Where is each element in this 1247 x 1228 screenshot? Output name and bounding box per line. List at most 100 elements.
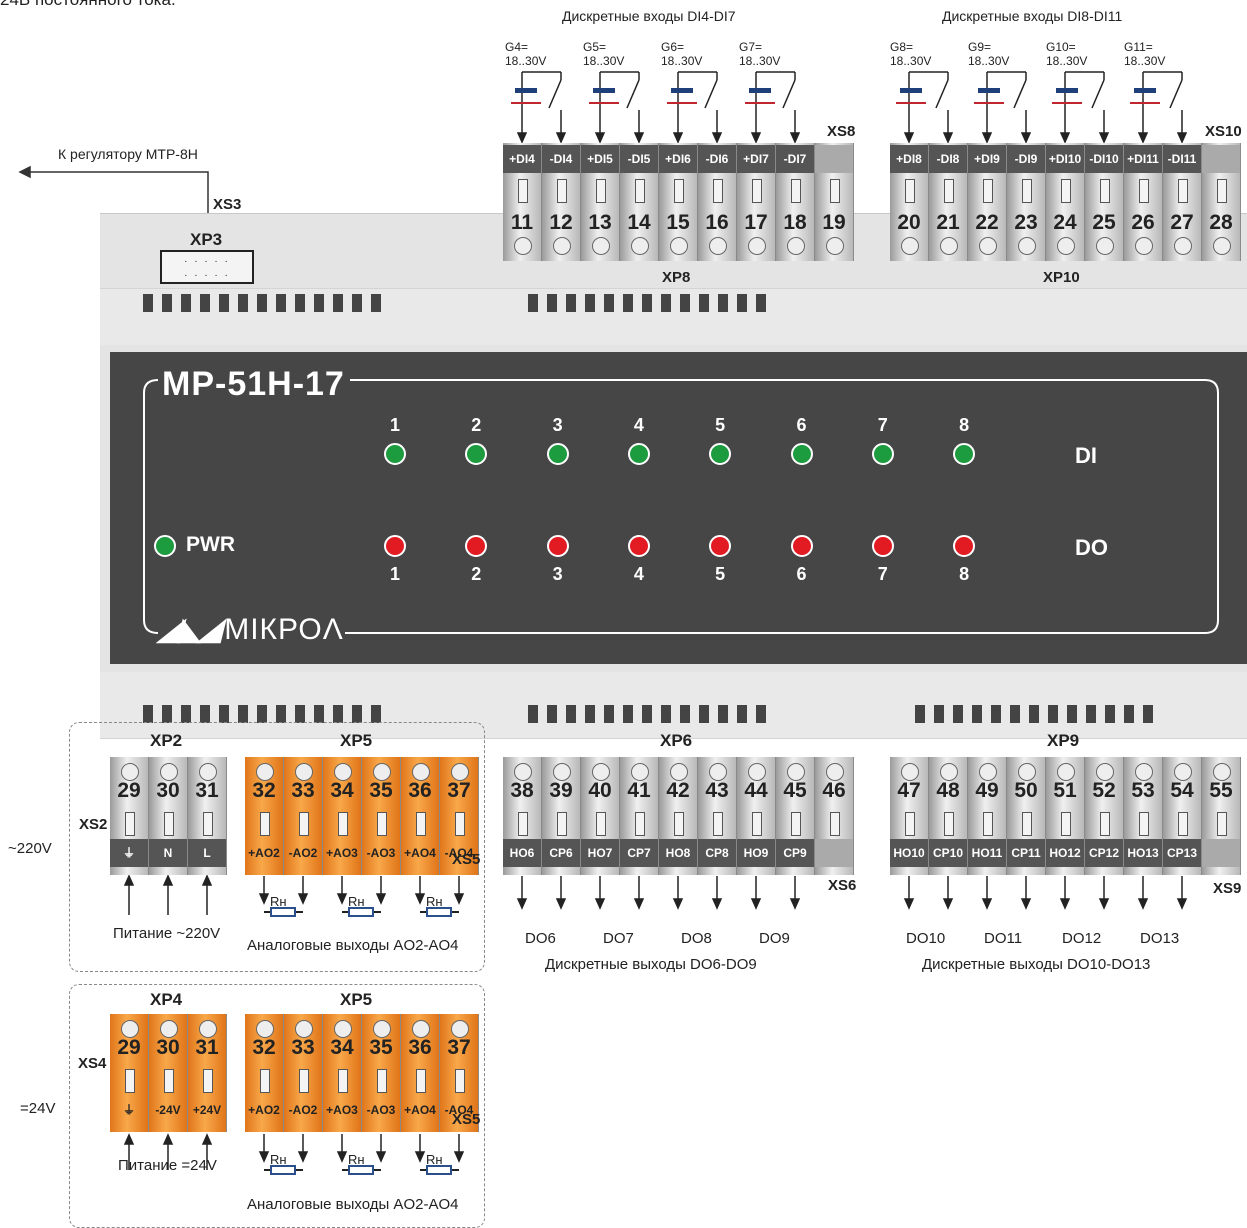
vent-10 <box>699 705 709 723</box>
supply-G4=: G4= <box>505 40 529 54</box>
terminal-signal: HO10 <box>890 839 928 867</box>
terminal-30: 30-24V <box>149 1014 188 1132</box>
supply-G6=: G6= <box>661 40 685 54</box>
terminal-screw <box>1018 237 1036 255</box>
terminal-screw <box>901 237 919 255</box>
terminal-number: 46 <box>822 779 846 802</box>
terminal-number: 22 <box>975 211 999 234</box>
terminal-32: 32+AO2 <box>245 757 284 875</box>
terminal-36: 36+AO4 <box>401 757 440 875</box>
terminal-slot <box>713 812 723 836</box>
terminal-screw <box>826 763 844 781</box>
di-led-1 <box>384 443 406 465</box>
terminal-slot <box>377 812 387 836</box>
terminal-signal: +AO2 <box>248 1103 280 1117</box>
terminal-screw <box>121 1020 139 1038</box>
vent-13 <box>756 705 766 723</box>
terminal-signal: N <box>149 839 187 867</box>
di-led-7 <box>871 443 894 465</box>
terminal-slot <box>1217 179 1227 203</box>
terminal-screw <box>412 1020 430 1038</box>
terminal-screw <box>670 763 688 781</box>
load-resistor-label: Rн <box>426 1152 443 1167</box>
xp5-label-top: XP5 <box>340 731 373 750</box>
terminal-screw <box>940 763 958 781</box>
do-led-number-2: 2 <box>471 564 482 584</box>
terminal-number: 30 <box>156 1036 180 1059</box>
vent-2 <box>547 705 557 723</box>
vent-3 <box>566 294 576 312</box>
terminal-number: 39 <box>549 779 573 802</box>
di-led-6 <box>790 443 813 465</box>
terminal-signal: -DI4 <box>542 145 580 173</box>
battery-plate-plus <box>745 102 775 104</box>
terminal-signal: HO7 <box>581 839 619 867</box>
terminal-number: 14 <box>627 211 651 234</box>
terminal-slot <box>596 812 606 836</box>
terminal-signal: +24V <box>192 1103 222 1117</box>
terminal-screw <box>748 763 766 781</box>
vent-1 <box>528 705 538 723</box>
battery-plate-plus <box>974 102 1004 104</box>
terminal-slot <box>944 812 954 836</box>
battery-plate-plus <box>1052 102 1082 104</box>
do-led-1 <box>384 535 406 557</box>
terminal-screw <box>592 763 610 781</box>
terminal-slot <box>203 812 213 836</box>
vent-10 <box>1086 705 1096 723</box>
terminal-slot <box>299 1069 309 1093</box>
terminal-signal: -AO3 <box>366 1103 396 1117</box>
terminal-screw <box>121 763 139 781</box>
terminal-slot <box>752 179 762 203</box>
terminal-number: 35 <box>369 779 393 802</box>
terminal-slot <box>791 179 801 203</box>
terminal-46: 46 <box>815 757 854 875</box>
supply-G8=: G8= <box>890 40 914 54</box>
terminal-slot <box>674 179 684 203</box>
terminal-slot <box>338 812 348 836</box>
terminal-number: 17 <box>744 211 768 234</box>
terminal-signal: +DI10 <box>1046 145 1084 173</box>
terminal-signal: CP6 <box>542 839 580 867</box>
terminal-screw <box>631 763 649 781</box>
terminal-slot <box>416 812 426 836</box>
terminal-number: 51 <box>1053 779 1077 802</box>
terminal-number: 25 <box>1092 211 1116 234</box>
vent-1 <box>915 705 925 723</box>
do-led-8 <box>953 535 976 557</box>
xs6-label: XS6 <box>828 877 857 894</box>
terminal-screw <box>1057 763 1075 781</box>
terminal-signal: +DI9 <box>968 145 1006 173</box>
vent-5 <box>604 294 614 312</box>
terminal-signal <box>1202 839 1240 867</box>
vent-2 <box>162 705 172 723</box>
supply-voltage: 18..30V <box>1124 54 1166 68</box>
terminal-signal: CP7 <box>620 839 658 867</box>
battery-plate-plus <box>1130 102 1160 104</box>
terminal-37: 37-AO4 <box>440 757 479 875</box>
terminal-slot <box>203 1069 213 1093</box>
di-led-3 <box>546 443 569 465</box>
terminal-number: 34 <box>330 1036 354 1059</box>
vent-11 <box>718 705 728 723</box>
terminal-number: 30 <box>156 779 180 802</box>
vent-5 <box>219 705 229 723</box>
terminal-29: 29⏚ <box>110 1014 149 1132</box>
supply-voltage: 18..30V <box>583 54 625 68</box>
vent-5 <box>219 294 229 312</box>
do-led-number-1: 1 <box>389 564 400 584</box>
terminal-signal: -AO2 <box>288 1103 318 1117</box>
terminal-slot <box>635 179 645 203</box>
terminal-slot <box>260 1069 270 1093</box>
xs10-label: XS10 <box>1205 123 1242 140</box>
